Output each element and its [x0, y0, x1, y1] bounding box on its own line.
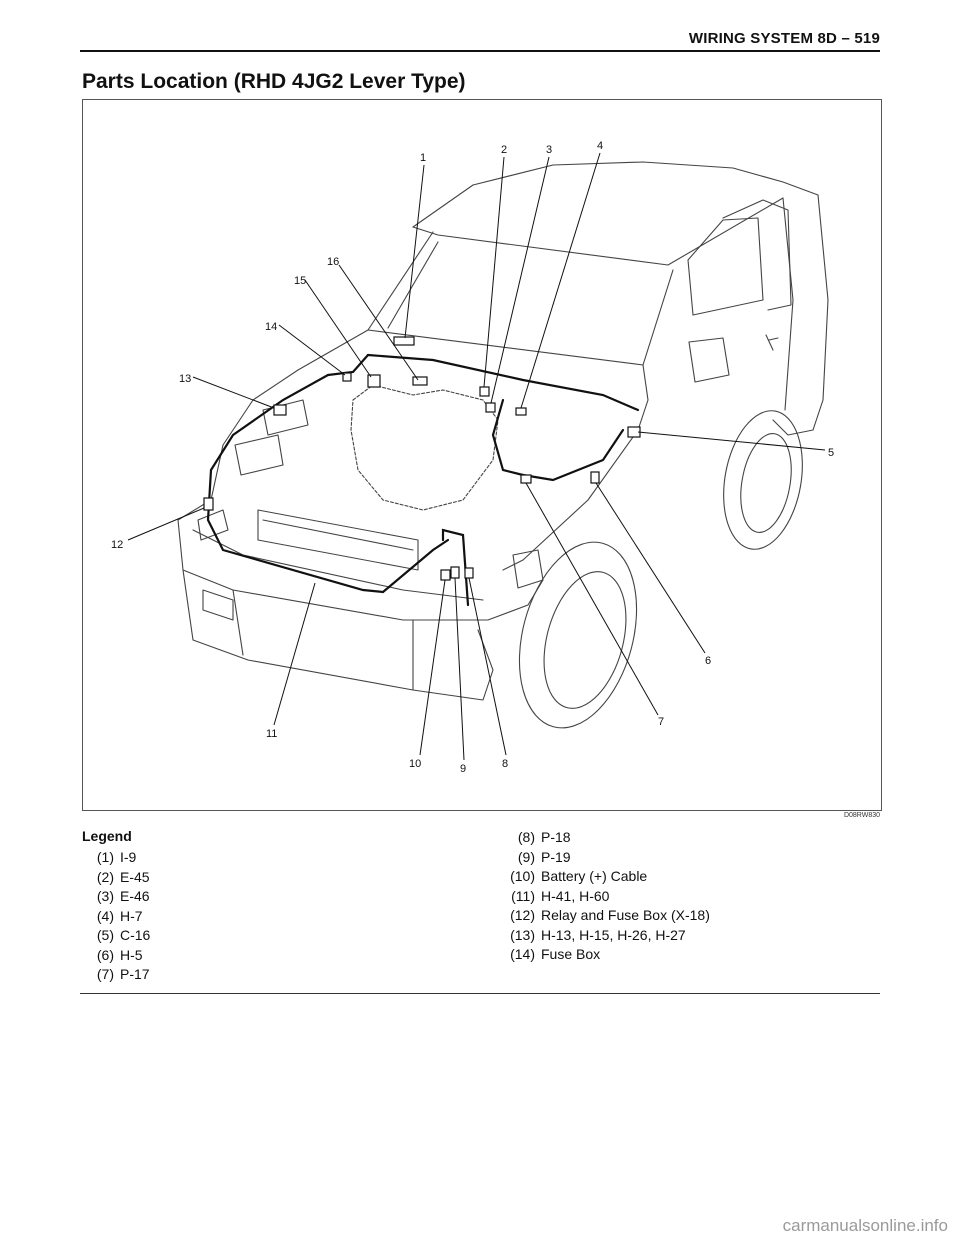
- connector-e46: [485, 402, 496, 413]
- legend-item-label: C-16: [120, 927, 151, 943]
- connector-fuse-box: [342, 372, 352, 382]
- legend-item-label: H-13, H-15, H-26, H-27: [541, 926, 686, 943]
- header-title: WIRING SYSTEM 8D – 519: [688, 30, 880, 47]
- connector-15: [367, 374, 381, 388]
- connector-battery-cable: [440, 569, 451, 581]
- connector-p17: [520, 474, 532, 484]
- connector-h5: [590, 471, 600, 484]
- legend-item: (14) Fuse Box: [497, 945, 710, 965]
- callout-4: 4: [597, 140, 603, 152]
- legend-item: (11) H-41, H-60: [497, 887, 710, 907]
- callout-7: 7: [658, 716, 664, 728]
- legend-item: (4) H-7: [90, 907, 150, 927]
- watermark: carmanualsonline.info: [782, 1216, 948, 1235]
- callout-15: 15: [294, 275, 306, 287]
- legend-list-right: (8) P-18 (9) P-19 (10) Battery (+) Cable (11) H…: [497, 828, 710, 965]
- connector-relay-fuse-box: [203, 497, 214, 511]
- legend-item: (10) Battery (+) Cable: [497, 867, 710, 887]
- legend-item-label: H-7: [120, 907, 143, 924]
- legend-item-label: H-41, H-60: [541, 887, 610, 904]
- legend-item-number: (12): [510, 907, 535, 923]
- callout-11: 11: [266, 728, 277, 740]
- legend-item-number: (4): [96, 907, 114, 924]
- legend-item-number: (6): [96, 946, 114, 963]
- legend-item-label: P-17: [120, 966, 150, 982]
- wiring-harness: [206, 353, 640, 607]
- connector-e45: [479, 386, 490, 397]
- legend-item: (5) C-16: [90, 926, 150, 946]
- legend-item-number: (11): [511, 887, 535, 904]
- vehicle-wiring-illustration: 1 2 3 4 5 6 7 8 9 10 11 12 13 14 15 16: [111, 140, 834, 775]
- legend-item-label: H-5: [120, 946, 143, 963]
- connector-i9: [393, 336, 415, 346]
- connector-h7: [515, 407, 527, 416]
- page-title: Parts Location (RHD 4JG2 Lever Type): [82, 70, 466, 93]
- callout-6: 6: [705, 655, 711, 667]
- legend-item-number: (8): [517, 829, 535, 845]
- callout-3: 3: [546, 144, 552, 156]
- connector-p18: [464, 567, 474, 579]
- legend-item-number: (7): [96, 966, 114, 982]
- footer-rule: [80, 993, 880, 994]
- legend-item-number: (13): [510, 926, 535, 943]
- parts-location-figure: 1 2 3 4 5 6 7 8 9 10 11 12 13 14 15 16: [82, 99, 882, 811]
- callout-9: 9: [460, 763, 466, 775]
- legend-list-left: (1)I-9(2)E-45(3)E-46(4)H-7(5)C-16(6)H-5(…: [90, 848, 150, 985]
- legend-item-number: (2): [96, 868, 114, 885]
- header-rule: [80, 50, 880, 52]
- connector-h13: [273, 404, 287, 416]
- legend-title: Legend: [82, 828, 132, 844]
- legend-item-label: Relay and Fuse Box (X-18): [541, 907, 710, 923]
- callout-10: 10: [409, 758, 421, 770]
- callout-5: 5: [828, 447, 834, 459]
- figure-code: D08RW830: [843, 812, 880, 819]
- legend-item-label: P-19: [541, 848, 571, 865]
- connector-p19: [450, 566, 460, 579]
- connectors: [203, 336, 641, 581]
- callout-1: 1: [420, 152, 426, 164]
- legend-item-number: (14): [510, 946, 535, 962]
- callout-12: 12: [111, 539, 123, 551]
- callout-13: 13: [179, 373, 191, 385]
- legend-item: (12) Relay and Fuse Box (X-18): [497, 906, 710, 926]
- legend-item: (8) P-18: [497, 828, 710, 848]
- callout-8: 8: [502, 758, 508, 770]
- legend-item: (1) I-9: [90, 848, 150, 868]
- legend-item: (7) P-17: [90, 965, 150, 985]
- vehicle-outline: [177, 161, 829, 729]
- callout-2: 2: [501, 144, 507, 156]
- legend-item: (2) E-45: [90, 868, 150, 888]
- legend-item: (6) H-5: [90, 946, 150, 966]
- legend-item-number: (9): [517, 848, 535, 865]
- leader-lines: [127, 152, 826, 761]
- callout-14: 14: [265, 321, 277, 333]
- legend-item-label: Battery (+) Cable: [541, 868, 648, 884]
- legend-item: (3) E-46: [90, 887, 150, 907]
- legend-item-number: (5): [96, 927, 114, 943]
- legend-item: (9) P-19: [497, 848, 710, 868]
- connector-16: [412, 376, 428, 386]
- callout-16: 16: [327, 256, 339, 268]
- legend-item: (13) H-13, H-15, H-26, H-27: [497, 926, 710, 946]
- legend-item-label: E-46: [120, 888, 150, 904]
- legend-item-label: I-9: [120, 849, 137, 865]
- legend-item-label: E-45: [120, 868, 150, 885]
- legend-item-label: P-18: [541, 829, 571, 845]
- legend-item-number: (10): [510, 868, 535, 884]
- legend-item-number: (1): [96, 849, 114, 865]
- legend-item-label: Fuse Box: [541, 946, 601, 962]
- legend-item-number: (3): [96, 888, 114, 904]
